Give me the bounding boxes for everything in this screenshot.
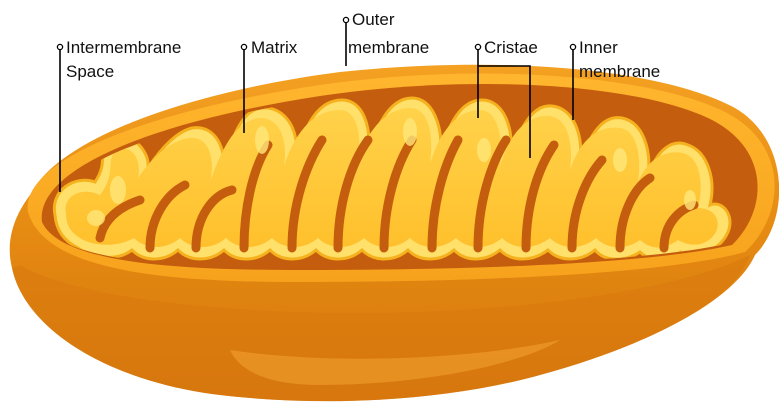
- outer-membrane-dot: [343, 17, 348, 22]
- intermembrane-dot: [57, 44, 62, 49]
- label-inner-membrane-line2: membrane: [579, 62, 660, 81]
- label-intermembrane-line2: Space: [66, 62, 114, 81]
- label-outer-membrane-line2: membrane: [348, 38, 429, 57]
- label-outer-membrane-line1: Outer: [352, 10, 395, 29]
- matrix-dot: [241, 44, 246, 49]
- label-inner-membrane-line1: Inner: [579, 38, 618, 57]
- cristae-dot: [475, 44, 480, 49]
- inner-membrane-dot: [570, 44, 575, 49]
- label-intermembrane-line1: Intermembrane: [66, 38, 181, 57]
- label-matrix: Matrix: [251, 38, 298, 57]
- label-cristae: Cristae: [484, 38, 538, 57]
